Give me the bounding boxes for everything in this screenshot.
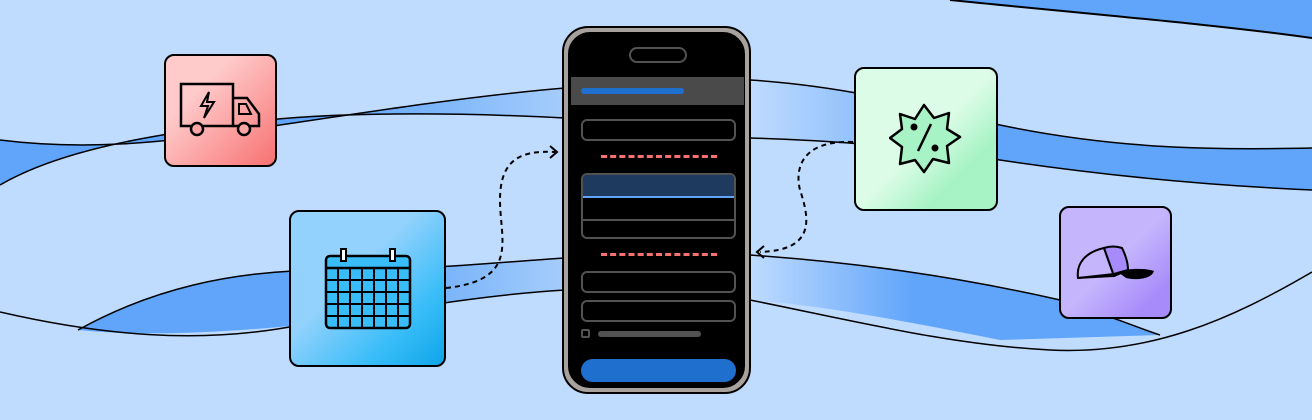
- discount-card: [854, 67, 998, 211]
- option-list: [581, 173, 736, 239]
- cap-icon: [1076, 245, 1154, 279]
- checkbox[interactable]: [581, 329, 590, 338]
- input-field[interactable]: [581, 271, 736, 293]
- submit-button[interactable]: [581, 359, 736, 382]
- input-field[interactable]: [581, 119, 736, 141]
- input-field[interactable]: [581, 300, 736, 322]
- calendar-card: [289, 210, 446, 367]
- calendar-icon: [324, 247, 411, 329]
- checkbox-label: [598, 331, 701, 337]
- truck-lightning-icon: [179, 82, 260, 136]
- merch-card: [1059, 206, 1172, 319]
- dynamic-island: [629, 47, 687, 63]
- divider: [601, 253, 717, 256]
- list-item[interactable]: [583, 221, 734, 237]
- delivery-card: [164, 54, 277, 167]
- app-header: [571, 77, 744, 105]
- connector-arrow-left: [445, 150, 556, 289]
- divider: [601, 155, 717, 158]
- list-item[interactable]: [583, 198, 734, 221]
- list-item-selected[interactable]: [583, 175, 734, 198]
- phone-screen: [568, 32, 745, 388]
- header-progress-bar: [581, 88, 684, 94]
- discount-badge-icon: [889, 103, 962, 174]
- phone-mockup: [562, 26, 751, 394]
- connector-arrow-right: [759, 140, 854, 253]
